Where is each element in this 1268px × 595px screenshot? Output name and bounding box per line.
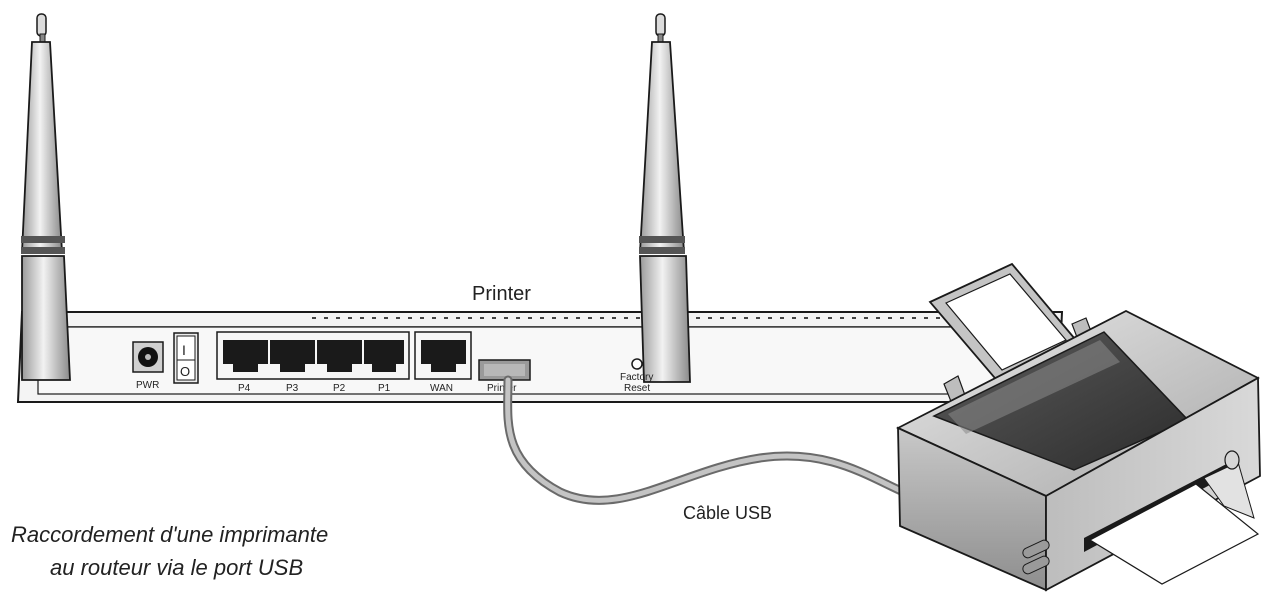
lan-port-p3 [270, 340, 315, 372]
right-antenna [639, 13, 691, 383]
wan-port [421, 340, 466, 372]
lan-p1-label: P1 [378, 383, 391, 394]
printer [895, 262, 1261, 592]
switch-on-symbol: I [182, 342, 186, 358]
lan-p3-label: P3 [286, 383, 299, 394]
lan-p4-label: P4 [238, 383, 251, 394]
caption-line-2: au routeur via le port USB [50, 555, 303, 580]
usb-cable-label: Câble USB [683, 503, 772, 523]
power-port-label: PWR [136, 380, 159, 391]
caption-line-1: Raccordement d'une imprimante [11, 522, 328, 547]
factory-reset-button [631, 358, 643, 370]
router-printer-top-label: Printer [472, 283, 531, 305]
wan-port-label: WAN [430, 383, 453, 394]
usb-printer-port [478, 359, 531, 381]
power-switch: I O [173, 332, 199, 384]
lan-port-p4 [223, 340, 268, 372]
factory-reset-label-line2: Reset [624, 383, 650, 394]
lan-port-p2 [317, 340, 362, 372]
printer-port-label: Printer [487, 383, 517, 394]
lan-port-p1 [364, 340, 404, 372]
lan-p2-label: P2 [333, 383, 346, 394]
switch-off-symbol: O [180, 364, 190, 379]
left-antenna [21, 13, 71, 381]
factory-reset-label-line1: Factory [620, 372, 653, 383]
power-jack-port [132, 341, 164, 373]
